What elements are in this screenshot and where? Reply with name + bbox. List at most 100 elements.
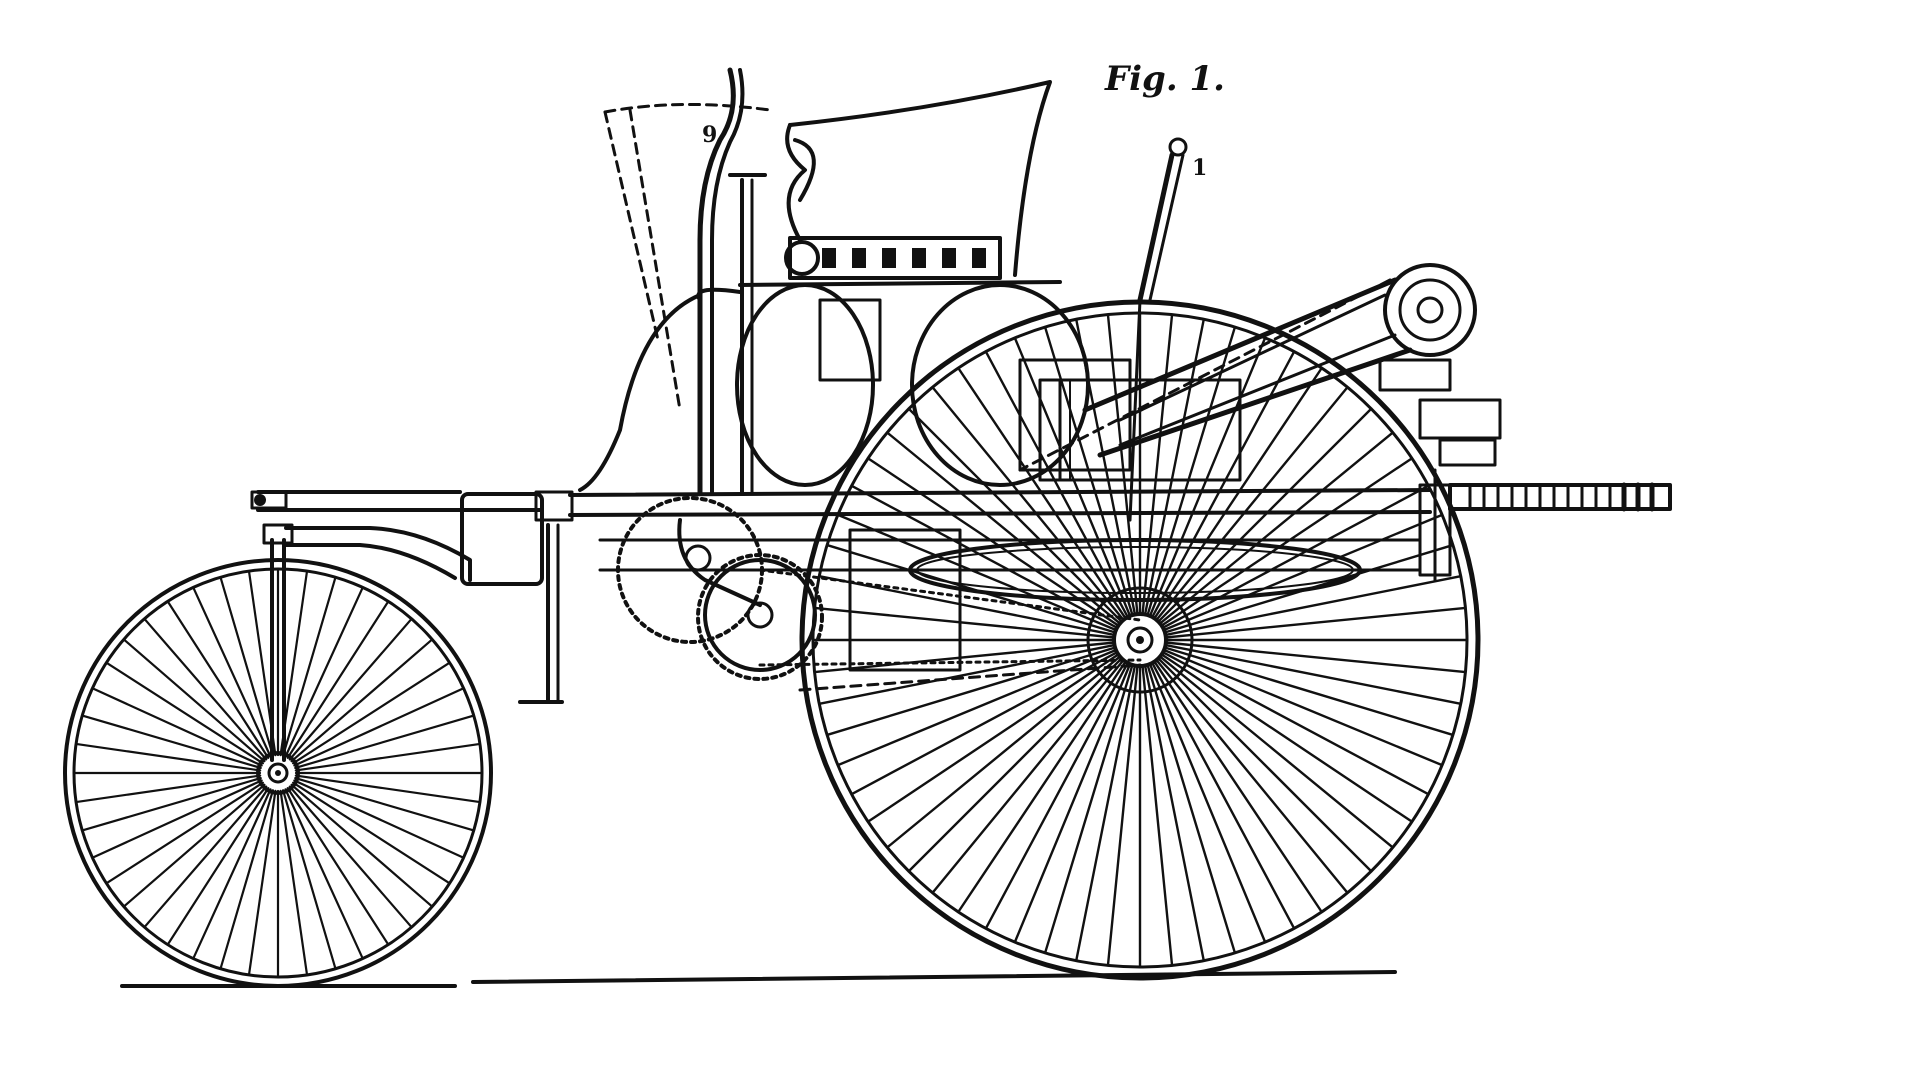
rear-wheel-spoke bbox=[1158, 658, 1373, 873]
rear-wheel-spoke bbox=[813, 641, 1114, 674]
rear-wheel-spoke bbox=[1156, 660, 1349, 894]
rear-wheel-spoke bbox=[1106, 666, 1139, 967]
front-wheel-spoke bbox=[292, 661, 451, 765]
rear-wheel-spoke bbox=[1151, 663, 1296, 930]
seat-slat bbox=[912, 248, 926, 268]
front-wheel-spoke bbox=[143, 785, 268, 929]
rear-wheel-spoke bbox=[866, 654, 1118, 823]
front-wheel-spoke bbox=[288, 617, 413, 761]
front-wheel-spoke bbox=[81, 776, 262, 832]
front-wheel-spoke bbox=[219, 576, 275, 757]
rear-wheel-spoke bbox=[984, 663, 1129, 930]
rear-wheel-spoke bbox=[1160, 656, 1394, 849]
front-wheel-spoke bbox=[81, 714, 262, 770]
rear-wheel-spoke bbox=[907, 658, 1122, 873]
front-wheel-spoke bbox=[293, 687, 465, 767]
rear-wheel-spoke bbox=[957, 366, 1126, 618]
rear-wheel-spoke bbox=[1162, 654, 1414, 823]
front-wheel-spoke bbox=[292, 781, 451, 885]
rear-wheel-spoke bbox=[886, 656, 1120, 849]
rear-wheel-spoke bbox=[1166, 606, 1467, 639]
rear-wheel-spoke bbox=[1158, 407, 1373, 622]
rear-wheel-spoke bbox=[866, 457, 1118, 626]
rear-wheel-spoke bbox=[1106, 313, 1139, 614]
rear-wheel-spoke bbox=[1141, 666, 1174, 967]
rear-wheel-spoke bbox=[1043, 665, 1134, 955]
rear-wheel-spoke bbox=[850, 651, 1117, 796]
rear-wheel-spoke bbox=[1144, 318, 1205, 614]
rear-wheel-spoke bbox=[984, 350, 1129, 617]
hand-lever bbox=[1128, 137, 1188, 522]
rear-wheel-spoke bbox=[1162, 457, 1414, 626]
rear-wheel-spoke bbox=[1043, 325, 1134, 615]
rear-wheel-spoke bbox=[1163, 651, 1430, 796]
front-wheel-spoke bbox=[281, 576, 337, 757]
rear-wheel-spoke bbox=[1163, 484, 1430, 629]
rear-wheel bbox=[799, 299, 1481, 981]
front-wheel-spoke bbox=[219, 789, 275, 970]
rear-wheel-spoke bbox=[1075, 666, 1136, 962]
rear-wheel-spoke bbox=[1013, 664, 1131, 944]
front-wheel-spoke bbox=[143, 617, 268, 761]
belt-drive bbox=[1018, 263, 1502, 472]
rear-wheel-spoke bbox=[818, 575, 1114, 636]
front-wheel-spoke bbox=[281, 789, 337, 970]
rear-wheel-spoke bbox=[825, 543, 1115, 634]
rear-wheel-spoke bbox=[818, 644, 1114, 705]
chain-drive bbox=[616, 496, 1142, 692]
rear-wheel-spoke bbox=[836, 513, 1116, 631]
front-wheel-spoke bbox=[74, 774, 262, 804]
rear-wheel-spoke bbox=[1141, 313, 1174, 614]
rear-wheel-spoke bbox=[1166, 575, 1462, 636]
rear-wheel-spoke bbox=[1154, 366, 1323, 618]
front-wheel-spoke bbox=[166, 787, 270, 946]
front-wheel-spoke bbox=[294, 714, 475, 770]
crank-shaft bbox=[1418, 468, 1672, 582]
rear-wheel-spoke bbox=[1166, 641, 1467, 674]
rear-wheel-spoke bbox=[1165, 543, 1455, 634]
rear-wheel-spoke bbox=[825, 646, 1115, 737]
front-wheel-spoke bbox=[288, 785, 413, 929]
chassis-frame bbox=[256, 488, 1432, 704]
rear-wheel-spoke bbox=[1151, 350, 1296, 617]
front-wheel-spoke bbox=[286, 600, 390, 759]
front-wheel-spoke bbox=[105, 781, 264, 885]
rear-wheel-spoke bbox=[836, 649, 1116, 767]
rear-wheel-spoke bbox=[1164, 649, 1444, 767]
rear-wheel-spoke bbox=[1146, 665, 1237, 955]
rear-wheel-spoke bbox=[931, 386, 1124, 620]
front-wheel-spoke bbox=[290, 638, 434, 763]
rear-wheel-spoke bbox=[1013, 336, 1131, 616]
front-wheel-spoke bbox=[284, 586, 364, 758]
front-wheel-spoke bbox=[166, 600, 270, 759]
rear-wheel-spoke bbox=[907, 407, 1122, 622]
seat-slat bbox=[942, 248, 956, 268]
rear-wheel-spoke bbox=[850, 484, 1117, 629]
front-wheel-spoke bbox=[294, 776, 475, 832]
rear-wheel-spoke bbox=[1160, 431, 1394, 624]
rear-wheel-spoke bbox=[1166, 644, 1462, 705]
rear-wheel-spoke bbox=[1164, 513, 1444, 631]
front-wheel-spoke bbox=[293, 779, 465, 859]
rear-wheel-spokes bbox=[811, 311, 1469, 969]
steering-tiller bbox=[578, 67, 772, 495]
front-wheel-spoke bbox=[247, 789, 277, 977]
front-wheel-spoke bbox=[91, 779, 263, 859]
rear-wheel-spoke bbox=[1144, 666, 1205, 962]
front-fork bbox=[250, 490, 294, 762]
seat-slat bbox=[852, 248, 866, 268]
front-wheel-spoke bbox=[294, 774, 482, 804]
rear-wheel-spoke bbox=[1146, 325, 1237, 615]
seat bbox=[784, 80, 1052, 280]
front-wheel-spoke bbox=[279, 789, 309, 977]
front-wheel-spoke bbox=[105, 661, 264, 765]
seat-slats bbox=[822, 248, 986, 268]
seat-slat bbox=[822, 248, 836, 268]
front-wheel-spoke bbox=[91, 687, 263, 767]
rear-wheel-spoke bbox=[813, 606, 1114, 639]
seat-slat bbox=[882, 248, 896, 268]
front-wheel-spoke bbox=[294, 742, 482, 772]
rear-wheel-spoke bbox=[886, 431, 1120, 624]
shaft-ribbing bbox=[1468, 482, 1655, 512]
front-wheel-spoke bbox=[122, 783, 266, 908]
